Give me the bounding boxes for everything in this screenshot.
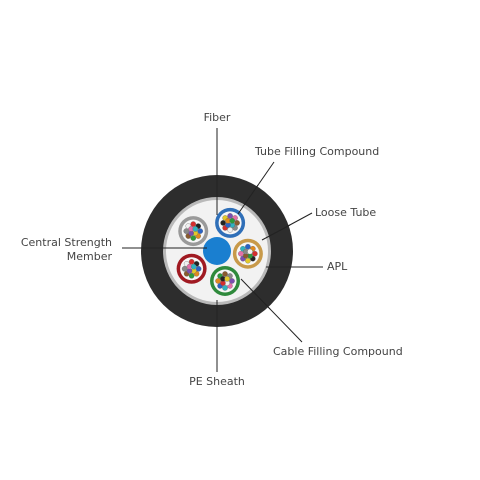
fiber bbox=[247, 248, 253, 255]
fiber bbox=[234, 220, 240, 226]
fiber bbox=[252, 250, 258, 257]
fiber bbox=[227, 213, 233, 219]
fiber bbox=[227, 227, 233, 233]
fiber bbox=[220, 220, 226, 226]
fiber bbox=[222, 271, 228, 277]
loose-tube bbox=[232, 238, 263, 269]
labels: Fiber Tube Filling Compound Loose Tube C… bbox=[21, 111, 403, 388]
label-cable-filling-compound: Cable Filling Compound bbox=[273, 345, 403, 358]
fiber bbox=[238, 250, 244, 257]
leader-cfc-overlay bbox=[240, 278, 271, 310]
loose-tube bbox=[215, 207, 246, 238]
fiber bbox=[190, 263, 197, 270]
fiber bbox=[224, 276, 230, 282]
leader-tube-filling-overlay bbox=[237, 184, 259, 215]
fiber bbox=[195, 266, 202, 272]
fiber bbox=[192, 226, 199, 232]
label-central-strength-member-line1: Central Strength bbox=[21, 236, 112, 249]
fiber bbox=[229, 218, 235, 224]
loose-tubes bbox=[176, 207, 263, 296]
fiber bbox=[222, 285, 228, 291]
label-fiber: Fiber bbox=[204, 111, 231, 124]
label-apl: APL bbox=[327, 260, 348, 273]
fiber bbox=[190, 221, 197, 227]
cable bbox=[141, 175, 293, 327]
fiber bbox=[188, 259, 195, 265]
fiber bbox=[229, 278, 235, 284]
loose-tube bbox=[176, 253, 207, 284]
leader-overlays bbox=[141, 175, 293, 327]
fiber bbox=[190, 235, 197, 241]
fiber bbox=[245, 243, 251, 250]
fiber bbox=[188, 273, 195, 279]
label-tube-filling-compound: Tube Filling Compound bbox=[254, 145, 379, 158]
fiber bbox=[245, 257, 251, 264]
loose-tube bbox=[210, 265, 241, 296]
loose-tube bbox=[178, 216, 209, 247]
fiber bbox=[215, 278, 221, 284]
central-strength-member bbox=[203, 237, 231, 265]
label-pe-sheath: PE Sheath bbox=[189, 375, 245, 388]
label-loose-tube: Loose Tube bbox=[315, 206, 376, 219]
fiber bbox=[183, 228, 190, 234]
fiber bbox=[197, 228, 204, 234]
fiber bbox=[181, 266, 188, 272]
label-central-strength-member-line2: Member bbox=[67, 250, 113, 263]
leader-loose-tube-overlay bbox=[261, 224, 291, 241]
